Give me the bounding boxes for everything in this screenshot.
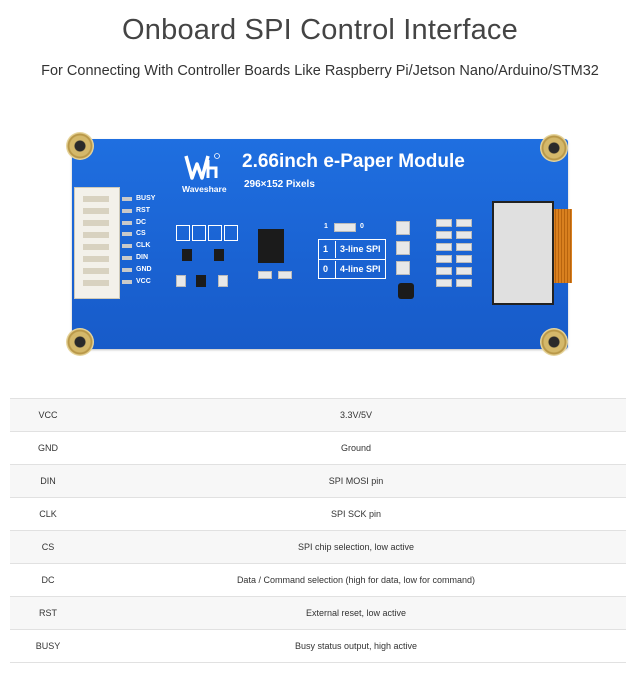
capacitor <box>436 279 452 287</box>
pin-label: CS <box>122 230 155 242</box>
capacitor <box>456 219 472 227</box>
diode <box>396 241 410 255</box>
table-row: DC Data / Command selection (high for da… <box>10 564 626 597</box>
driver-ic <box>258 229 284 263</box>
capacitor <box>436 267 452 275</box>
pin-description-table: VCC 3.3V/5V GND Ground DIN SPI MOSI pin … <box>10 398 626 663</box>
capacitor <box>436 255 452 263</box>
component-outline <box>208 225 222 241</box>
component-outline <box>224 225 238 241</box>
capacitor <box>436 231 452 239</box>
resistor <box>258 271 272 279</box>
page-title: Onboard SPI Control Interface <box>122 14 518 46</box>
pin-name: DC <box>41 575 55 585</box>
transistor <box>182 249 192 261</box>
pin-name: VCC <box>38 410 58 420</box>
capacitor <box>456 231 472 239</box>
capacitor <box>456 267 472 275</box>
capacitor <box>436 219 452 227</box>
pin-description: Ground <box>340 443 372 453</box>
mounting-hole <box>540 134 568 162</box>
pin-description: 3.3V/5V <box>339 410 373 420</box>
spi-mode-table: 1 3-line SPI 0 4-line SPI <box>318 239 386 279</box>
jumper-label: 0 <box>360 223 364 230</box>
pin-label: DIN <box>122 254 155 266</box>
table-row: DIN SPI MOSI pin <box>10 465 626 498</box>
pin-name: RST <box>39 608 57 618</box>
pin-description: SPI SCK pin <box>330 509 382 519</box>
capacitor <box>176 275 186 287</box>
epaper-module-image: BUSY RST DC CS CLK DIN GND VCC Waveshare… <box>66 132 578 360</box>
pin-name: GND <box>38 443 58 453</box>
pin-label: CLK <box>122 242 155 254</box>
waveshare-logo-icon <box>184 153 220 180</box>
pcb-board: BUSY RST DC CS CLK DIN GND VCC Waveshare… <box>72 139 572 349</box>
pin-label: GND <box>122 266 155 278</box>
capacitor <box>456 243 472 251</box>
jumper-label: 1 <box>324 223 328 230</box>
component-outline <box>176 225 190 241</box>
pin-label: RST <box>122 207 155 219</box>
pin-name: CS <box>41 542 55 552</box>
mounting-hole <box>66 132 94 160</box>
resistor <box>278 271 292 279</box>
capacitor <box>456 255 472 263</box>
capacitor <box>436 243 452 251</box>
pin-name: BUSY <box>35 641 61 651</box>
table-row: BUSY Busy status output, high active <box>10 630 626 663</box>
table-row: VCC 3.3V/5V <box>10 399 626 432</box>
spi-option: 1 3-line SPI <box>319 240 385 260</box>
pin-labels: BUSY RST DC CS CLK DIN GND VCC <box>122 195 155 290</box>
pin-description: Busy status output, high active <box>294 641 418 651</box>
pin-label: DC <box>122 219 155 231</box>
inductor <box>398 283 414 299</box>
transistor <box>214 249 224 261</box>
pin-description: SPI MOSI pin <box>328 476 384 486</box>
mounting-hole <box>540 328 568 356</box>
pin-header-connector <box>74 187 120 299</box>
component-outline <box>192 225 206 241</box>
capacitor <box>218 275 228 287</box>
page-subtitle: For Connecting With Controller Boards Li… <box>41 63 599 79</box>
board-title: 2.66inch e-Paper Module <box>242 151 465 172</box>
diode <box>396 221 410 235</box>
pin-label: BUSY <box>122 195 155 207</box>
pin-description: Data / Command selection (high for data,… <box>236 575 476 585</box>
spi-select-jumper <box>334 223 356 232</box>
pin-description: External reset, low active <box>305 608 407 618</box>
diode <box>396 261 410 275</box>
fpc-connector <box>492 201 554 305</box>
table-row: RST External reset, low active <box>10 597 626 630</box>
table-row: GND Ground <box>10 432 626 465</box>
transistor <box>196 275 206 287</box>
table-row: CS SPI chip selection, low active <box>10 531 626 564</box>
pin-name: DIN <box>40 476 56 486</box>
pin-label: VCC <box>122 278 155 290</box>
table-row: CLK SPI SCK pin <box>10 498 626 531</box>
mounting-hole <box>66 328 94 356</box>
pin-name: CLK <box>39 509 57 519</box>
board-resolution: 296×152 Pixels <box>244 179 315 190</box>
pin-description: SPI chip selection, low active <box>297 542 415 552</box>
capacitor <box>456 279 472 287</box>
brand-name: Waveshare <box>182 184 227 194</box>
spi-option: 0 4-line SPI <box>319 260 385 279</box>
